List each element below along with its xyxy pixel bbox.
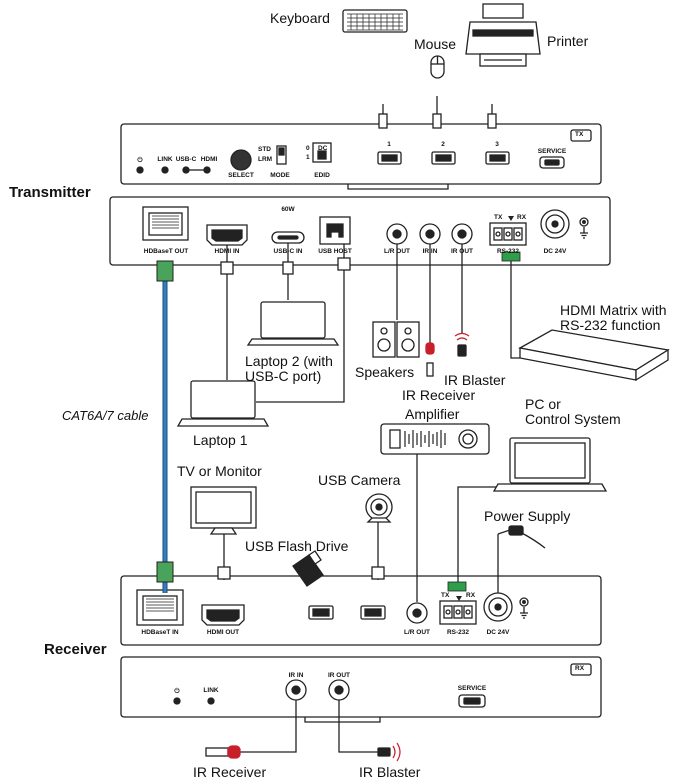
tx-hdmi-led	[203, 166, 211, 174]
tx-back-panel	[109, 196, 611, 266]
rx-ir-in-label: IR IN	[288, 672, 304, 679]
tx-hdbaset-out-label: HDBaseT OUT	[143, 248, 189, 255]
rx-dc24v-label: DC 24V	[486, 629, 510, 636]
tx-badge	[570, 129, 592, 142]
rx-ir-receiver-icon	[205, 745, 241, 759]
keyboard-icon	[342, 9, 408, 33]
tx-lr-out-label: L/R OUT	[384, 248, 410, 255]
tx-usb3-label: 3	[495, 141, 499, 148]
tv-monitor-label: TV or Monitor	[177, 463, 262, 479]
tx-ir-blaster-icon	[454, 332, 470, 357]
laptop2-icon	[246, 301, 340, 346]
usb-camera-icon	[365, 493, 393, 523]
power-supply-icon	[497, 525, 546, 549]
rx-ir-blaster-label: IR Blaster	[359, 764, 421, 780]
amplifier-icon	[380, 423, 490, 455]
rx-hdmi-out-label: HDMI OUT	[206, 629, 240, 636]
rx-front-panel	[120, 656, 602, 718]
tx-select-label: SELECT	[228, 172, 254, 179]
rx-back-panel	[120, 575, 602, 646]
rx-badge	[570, 663, 592, 676]
speakers-label: Speakers	[355, 364, 415, 380]
tx-rs232-label: RS-232	[496, 248, 520, 255]
tx-edid-label: EDID	[314, 172, 330, 179]
tx-edid-1-label: 1	[306, 154, 310, 161]
usb-flash-drive-label: USB Flash Drive	[245, 538, 349, 554]
tx-ir-blaster-label: IR Blaster	[444, 372, 506, 388]
tx-usb-host-label: USB HOST	[318, 248, 352, 255]
tx-lrm-label: LRM	[258, 156, 273, 163]
rx-rs232-label: RS-232	[446, 629, 470, 636]
rx-link-label: LINK	[203, 687, 219, 694]
rx-rx-label: RX	[466, 592, 476, 599]
amplifier-label: Amplifier	[405, 406, 460, 422]
tx-edid-dc-label: DC	[318, 145, 328, 152]
hdmi-matrix-label: HDMI Matrix with RS-232 function	[560, 302, 667, 333]
tx-std-label: STD	[258, 146, 271, 153]
rx-tx-label: TX	[441, 592, 450, 599]
tx-power-label: ⏻	[137, 157, 143, 164]
laptop1-icon	[176, 380, 270, 427]
tx-hdmi-label: HDMI	[200, 156, 218, 163]
tx-hdmi-in-label: HDMI IN	[214, 248, 240, 255]
rx-ir-blaster-icon	[377, 742, 401, 762]
rx-ir-out-label: IR OUT	[327, 672, 351, 679]
rx-service-label: SERVICE	[457, 685, 487, 692]
tx-usb1-label: 1	[387, 141, 391, 148]
tx-watt-label: 60W	[281, 206, 295, 213]
tx-usbc-in-label: USB-C IN	[273, 248, 303, 255]
tx-select-button	[230, 149, 252, 171]
tx-mode-label: MODE	[270, 172, 290, 179]
tv-monitor-icon	[190, 486, 257, 535]
transmitter-label: Transmitter	[9, 184, 91, 201]
rx-lr-out-label: L/R OUT	[404, 629, 430, 636]
tx-rx-label: RX	[517, 214, 527, 221]
tx-ir-receiver-label: IR Receiver	[402, 387, 476, 403]
tx-rs232-plug	[501, 251, 521, 262]
rx-hdbaset-in-label: HDBaseT IN	[141, 629, 179, 636]
tx-link-led	[161, 166, 169, 174]
laptop1-label: Laptop 1	[193, 432, 248, 448]
tx-edid-0-label: 0	[306, 145, 310, 152]
speakers-icon	[372, 321, 420, 358]
tx-tx-label: TX	[494, 214, 503, 221]
tx-usbc-label: USB-C	[175, 156, 197, 163]
hdmi-matrix-icon	[518, 329, 670, 382]
rx-power-label: ⏻	[174, 688, 180, 695]
cable-label: CAT6A/7 cable	[62, 408, 149, 423]
usb-camera-label: USB Camera	[318, 472, 401, 488]
tx-power-led	[136, 166, 144, 174]
cat6-cable	[156, 260, 174, 593]
pc-icon	[492, 437, 608, 492]
tx-ir-out-label: IR OUT	[450, 248, 474, 255]
printer-label: Printer	[547, 33, 589, 49]
tx-ir-receiver-icon	[425, 342, 435, 377]
tx-usb2-label: 2	[441, 141, 445, 148]
rx-rs232-plug	[447, 581, 467, 592]
tx-front-base	[347, 184, 449, 190]
rx-front-base	[304, 717, 381, 723]
rx-power-led	[173, 697, 181, 705]
mouse-icon	[430, 55, 445, 79]
laptop2-label: Laptop 2 (with USB-C port)	[245, 353, 333, 384]
mouse-label: Mouse	[414, 36, 457, 52]
tx-front-panel	[120, 123, 602, 185]
rx-link-led	[207, 697, 215, 705]
printer-icon	[465, 3, 541, 67]
power-supply-label: Power Supply	[484, 508, 571, 524]
tx-link-label: LINK	[157, 156, 173, 163]
tx-badge-label: TX	[575, 131, 584, 138]
tx-usbc-led	[182, 166, 190, 174]
receiver-label: Receiver	[44, 641, 107, 658]
tx-ir-in-label: IR IN	[422, 248, 438, 255]
tx-service-label: SERVICE	[537, 148, 567, 155]
pc-label: PC or Control System	[525, 396, 621, 427]
rx-ir-receiver-label: IR Receiver	[193, 764, 267, 780]
usb-flash-drive-icon	[292, 550, 324, 587]
rx-badge-label: RX	[575, 665, 585, 672]
keyboard-label: Keyboard	[270, 10, 330, 26]
tx-dc24v-label: DC 24V	[543, 248, 567, 255]
